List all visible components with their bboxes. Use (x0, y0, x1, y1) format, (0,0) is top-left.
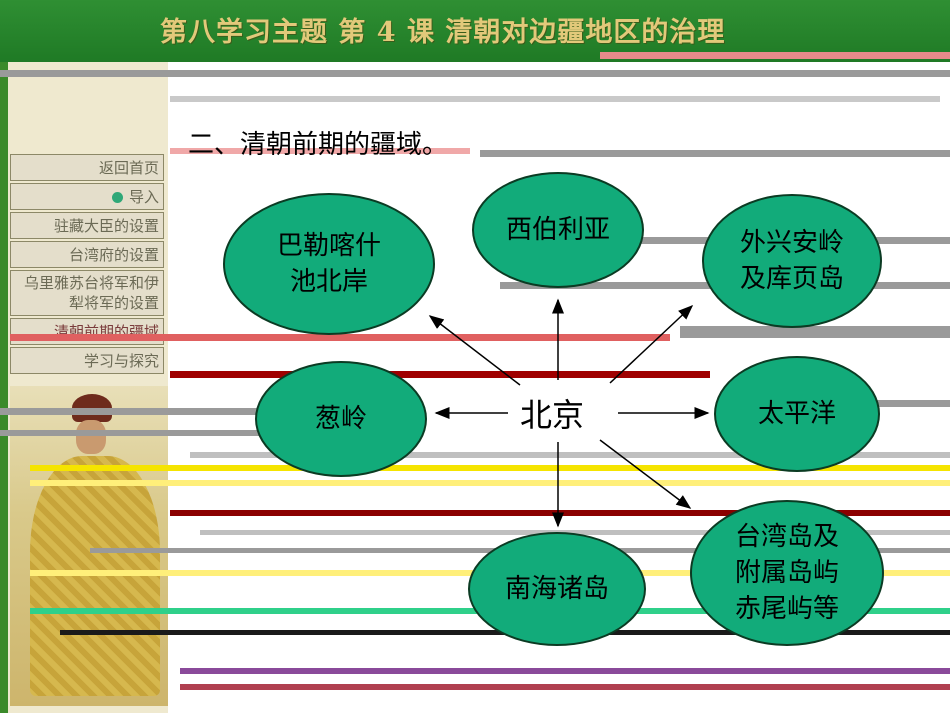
node-label: 南海诸岛 (504, 574, 609, 604)
arrow-to-n3 (609, 304, 694, 384)
node-label: 太平洋 (757, 399, 836, 429)
sidebar-item-label: 导入 (128, 188, 159, 206)
arrow-to-n1 (428, 315, 521, 386)
arrow-to-n7 (599, 439, 692, 509)
node-label: 葱岭 (314, 404, 367, 434)
sidebar-item-study[interactable]: 学习与探究 (10, 347, 164, 374)
center-node-beijing: 北京 (520, 396, 585, 434)
node-label: 西伯利亚 (505, 215, 610, 245)
node-pacific: 太平洋 (714, 356, 880, 472)
bullet-dot-icon (111, 192, 123, 203)
sidebar-item-uliastai-ili[interactable]: 乌里雅苏台将军和伊犁将军的设置 (10, 270, 164, 316)
header-bar: 第八学习主题 第 4 课 清朝对边疆地区的治理 (0, 0, 950, 62)
sidebar-item-intro[interactable]: 导入 (10, 183, 164, 210)
node-taiwan: 台湾岛及附属岛屿赤尾屿等 (690, 500, 884, 646)
content-title: 二、清朝前期的疆域。 (188, 130, 449, 160)
emperor-portrait (10, 386, 168, 706)
node-outer-khingan: 外兴安岭及库页岛 (702, 194, 882, 328)
node-siberia: 西伯利亚 (472, 172, 644, 288)
face-shape (76, 420, 106, 454)
node-south-china-sea-islands: 南海诸岛 (468, 532, 646, 646)
node-label: 台湾岛及附属岛屿赤尾屿等 (734, 522, 839, 624)
sidebar-item-tibet[interactable]: 驻藏大臣的设置 (10, 212, 164, 239)
node-label: 巴勒喀什池北岸 (276, 231, 381, 297)
node-balkhash: 巴勒喀什池北岸 (223, 193, 435, 335)
sidebar-item-home[interactable]: 返回首页 (10, 154, 164, 181)
sidebar-item-taiwan[interactable]: 台湾府的设置 (10, 241, 164, 268)
node-label: 外兴安岭及库页岛 (739, 228, 844, 294)
slide-title: 第八学习主题 第 4 课 清朝对边疆地区的治理 (160, 17, 726, 48)
robe-shape (30, 456, 160, 696)
node-pamirs: 葱岭 (255, 361, 427, 477)
